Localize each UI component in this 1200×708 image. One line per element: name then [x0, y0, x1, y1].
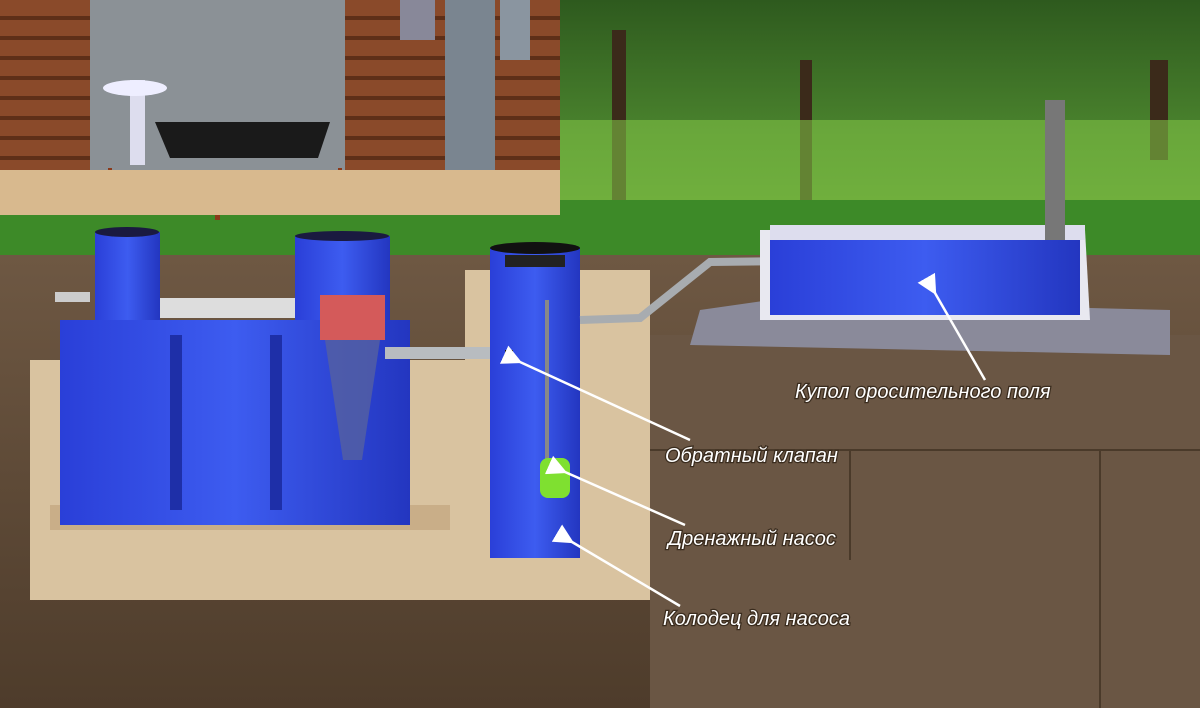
label-drain-pump: Дренажный насос — [666, 528, 836, 550]
soil-block — [650, 335, 1200, 708]
arrow-pump-well — [551, 524, 681, 608]
label-check-valve: Обратный клапан — [665, 445, 838, 467]
label-pump-well: Колодец для насоса — [663, 608, 850, 630]
arrow-dome — [917, 272, 987, 381]
pipe-to-well — [385, 347, 500, 359]
label-dome: Купол оросительного поля — [795, 381, 1051, 403]
house — [0, 0, 560, 220]
soil-cracks — [650, 449, 1200, 708]
arrow-check-valve — [499, 345, 691, 442]
pump-well — [490, 242, 580, 558]
arrow-drain-pump — [544, 455, 686, 527]
septic-tank — [55, 227, 410, 525]
drain-pump — [540, 458, 570, 498]
check-valve — [505, 350, 513, 362]
lawn — [560, 120, 1200, 200]
dome — [690, 100, 1170, 355]
